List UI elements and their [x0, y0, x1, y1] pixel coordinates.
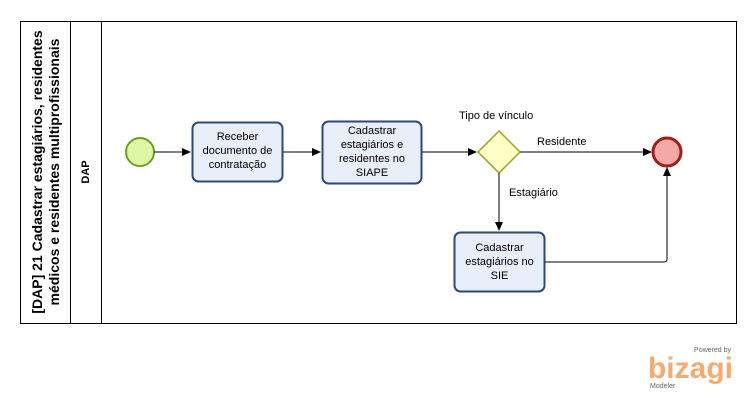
pool-title-line1: [DAP] 21 Cadastrar estagiários, resident… — [29, 30, 45, 313]
flow-estagiario-label: Estagiário — [509, 187, 558, 199]
flow-residente-label: Residente — [537, 136, 587, 148]
task-receber-line2: documento de — [203, 145, 273, 157]
task-siape-line2: estagiários e — [341, 139, 403, 151]
gateway-label: Tipo de vínculo — [459, 110, 533, 122]
start-event[interactable] — [125, 137, 155, 167]
end-event[interactable] — [651, 136, 683, 168]
lane-title-text: DAP — [80, 160, 92, 183]
brand-name: bizagi — [648, 352, 733, 385]
task-receber-line1: Receber — [217, 131, 259, 143]
task-cadastrar-sie[interactable]: Cadastrar estagiários no SIE — [453, 231, 546, 293]
task-sie-line2: estagiários no — [465, 256, 534, 268]
brand-powered-by: Powered by — [694, 347, 731, 354]
pool-title: [DAP] 21 Cadastrar estagiários, resident… — [29, 30, 62, 313]
task-receber-documento[interactable]: Receber documento de contratação — [191, 121, 284, 183]
bizagi-logo: Powered by bizagi Modeler — [648, 347, 733, 390]
pool-title-line2: médicos e residentes multiprofissionais — [46, 38, 62, 305]
lane-title: DAP — [80, 160, 92, 183]
task-sie-line3: SIE — [491, 270, 509, 282]
task-siape-line3: residentes no — [339, 153, 405, 165]
task-siape-line4: SIAPE — [356, 167, 388, 179]
task-siape-line1: Cadastrar — [348, 125, 397, 137]
task-sie-line1: Cadastrar — [475, 242, 524, 254]
task-receber-line3: contratação — [209, 159, 266, 171]
brand-product: Modeler — [650, 383, 676, 390]
task-cadastrar-siape[interactable]: Cadastrar estagiários e residentes no SI… — [321, 120, 423, 185]
flow-sie-to-end[interactable] — [545, 167, 671, 263]
